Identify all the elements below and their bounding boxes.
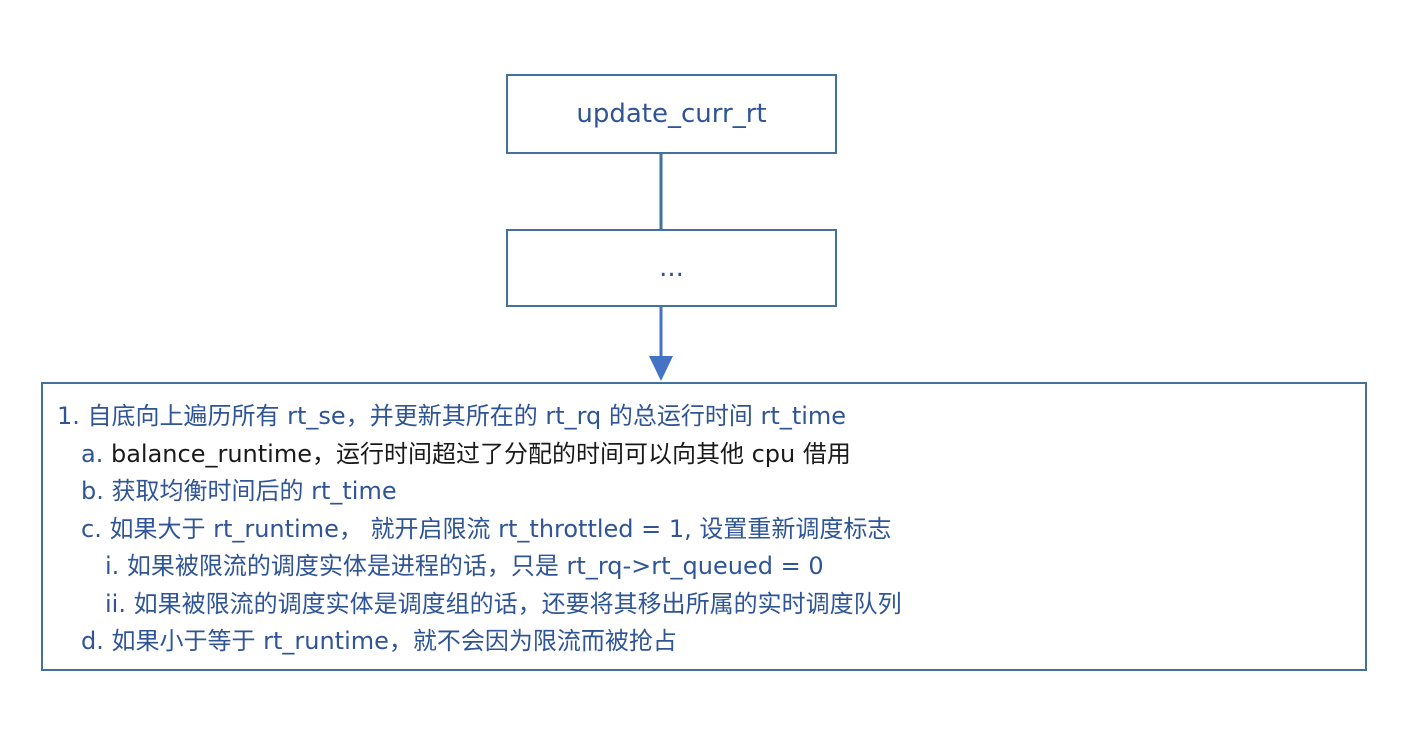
node-update-curr-rt: update_curr_rt <box>506 74 837 154</box>
node-ellipsis: ... <box>506 229 837 307</box>
detail-line-b: b. 获取均衡时间后的 rt_time <box>81 477 397 505</box>
detail-line-c-i: i. 如果被限流的调度实体是进程的话，只是 rt_rq->rt_queued =… <box>105 552 824 580</box>
detail-line-a: a. balance_runtime，运行时间超过了分配的时间可以向其他 cpu… <box>43 436 1365 474</box>
node-ellipsis-label: ... <box>659 253 684 283</box>
detail-line-a-text: balance_runtime，运行时间超过了分配的时间可以向其他 cpu 借用 <box>110 439 851 468</box>
detail-line-c: c. 如果大于 rt_runtime， 就开启限流 rt_throttled =… <box>81 514 892 543</box>
details-box: 1. 自底向上遍历所有 rt_se，并更新其所在的 rt_rq 的总运行时间 r… <box>41 382 1367 671</box>
node-update-curr-rt-label: update_curr_rt <box>576 99 767 129</box>
arrowhead-icon <box>649 356 673 381</box>
detail-line-d: d. 如果小于等于 rt_runtime，就不会因为限流而被抢占 <box>81 627 677 655</box>
detail-line-1: 1. 自底向上遍历所有 rt_se，并更新其所在的 rt_rq 的总运行时间 r… <box>57 402 847 430</box>
detail-line-c-ii: ii. 如果被限流的调度实体是调度组的话，还要将其移出所属的实时调度队列 <box>105 589 902 618</box>
detail-line-a-prefix: a. <box>81 439 111 468</box>
